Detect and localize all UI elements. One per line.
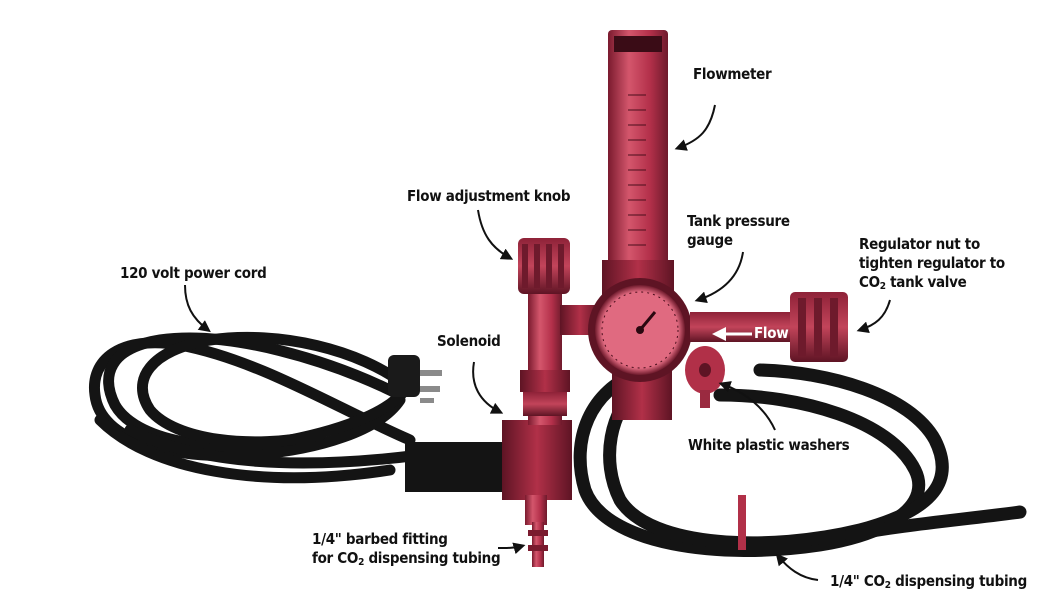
label-regulator-nut-line1: Regulator nut to — [859, 235, 980, 253]
label-dispensing-tubing: 1/4" CO2 dispensing tubing — [830, 572, 1027, 591]
label-regulator-nut: Regulator nut to tighten regulator to CO… — [859, 235, 1005, 292]
tubing-clip — [738, 495, 746, 550]
co2-subscript: 2 — [884, 580, 891, 591]
label-barbed-fitting-line2: for CO2 dispensing tubing — [312, 549, 501, 568]
flowmeter-arrow-icon — [674, 104, 716, 151]
white-washers — [685, 346, 725, 408]
power-plug — [388, 355, 442, 403]
co-text: CO — [859, 273, 880, 291]
label-solenoid: Solenoid — [437, 332, 501, 350]
label-regulator-nut-line3: CO2 tank valve — [859, 273, 1005, 292]
callout-arrows — [184, 104, 891, 581]
label-barbed-fitting-line1: 1/4" barbed fitting — [312, 530, 448, 548]
washers-arrow-icon — [718, 381, 776, 431]
co2-subscript: 2 — [358, 557, 365, 568]
label-flow: Flow — [754, 324, 789, 342]
gauge-arrow-icon — [694, 251, 744, 304]
label-flowmeter: Flowmeter — [693, 65, 772, 83]
dispensing-tubing-text: dispensing tubing — [364, 549, 501, 567]
power-cord — [88, 331, 426, 484]
inlet-pipe — [690, 312, 800, 342]
solenoid-assembly — [405, 420, 572, 567]
flow-arrow-icon — [712, 327, 752, 341]
knob-arrow-icon — [477, 209, 514, 260]
label-barbed-fitting: 1/4" barbed fitting for CO2 dispensing t… — [312, 530, 501, 568]
label-power-cord: 120 volt power cord — [120, 264, 267, 282]
label-tank-pressure-line1: Tank pressure — [687, 212, 790, 230]
flowmeter — [602, 30, 674, 300]
quarter-co-text: 1/4" CO — [830, 572, 885, 590]
label-regulator-nut-line2: tighten regulator to — [859, 254, 1005, 272]
tubing-arrow-icon — [775, 553, 819, 581]
label-white-plastic-washers: White plastic washers — [688, 436, 850, 454]
for-co-text: for CO — [312, 549, 359, 567]
tank-valve-text: tank valve — [885, 273, 967, 291]
solenoid-arrow-icon — [472, 361, 504, 414]
dispensing-tubing — [573, 363, 1027, 557]
nut-arrow-icon — [856, 299, 891, 334]
label-tank-pressure-gauge: Tank pressure gauge — [687, 212, 790, 250]
regulator-nut — [790, 292, 848, 362]
cord-arrow-icon — [184, 284, 211, 333]
flow-knob-assembly — [518, 238, 600, 425]
co2-subscript: 2 — [879, 281, 886, 292]
dispensing-tubing-text: dispensing tubing — [890, 572, 1027, 590]
tank-pressure-gauge — [588, 278, 692, 382]
label-tank-pressure-line2: gauge — [687, 231, 733, 249]
fitting-arrow-icon — [497, 542, 526, 555]
label-flow-adjustment-knob: Flow adjustment knob — [407, 187, 571, 205]
